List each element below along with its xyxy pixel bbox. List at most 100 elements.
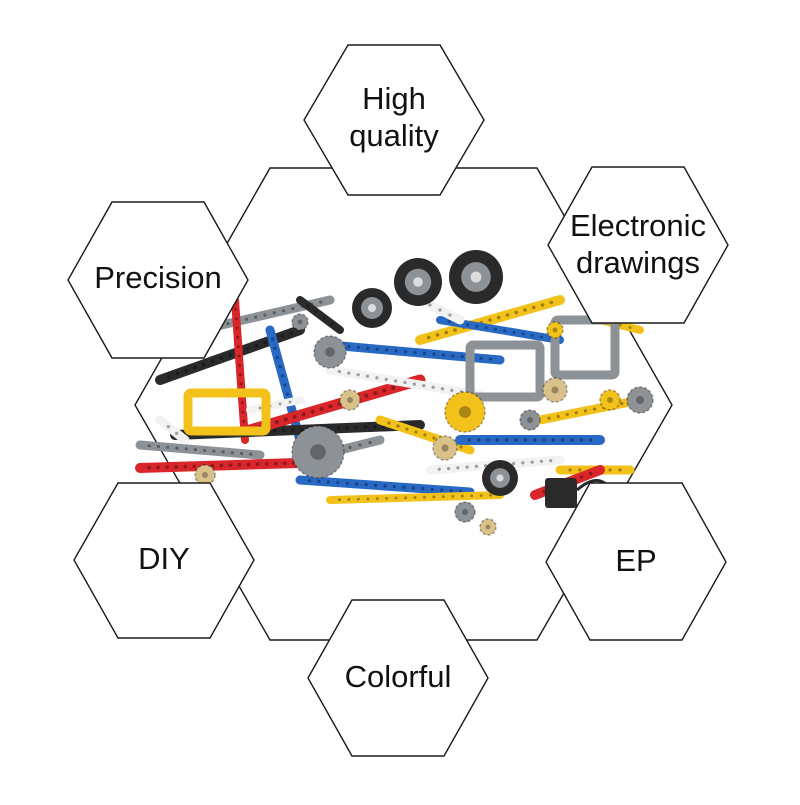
beam-piece <box>296 296 344 334</box>
beam-hole <box>166 425 170 429</box>
beam-hole <box>337 369 341 374</box>
gear-hub <box>347 397 353 403</box>
beam-hole <box>310 409 315 414</box>
hexagon-electronic-drawings <box>547 166 729 324</box>
beam-hole <box>242 419 246 423</box>
beam-hole <box>521 461 525 465</box>
beam-hole <box>542 438 546 442</box>
beam-hole <box>440 387 445 391</box>
beam-hole <box>347 371 351 375</box>
beam-hole <box>239 382 243 386</box>
beam-hole <box>428 303 432 307</box>
beam-hole <box>423 495 426 499</box>
beam-hole <box>530 460 534 464</box>
label-colorful: Colorful <box>308 659 488 696</box>
beam-hole <box>391 385 396 390</box>
beam-piece <box>535 395 645 425</box>
beam-hole <box>240 401 244 405</box>
beam-hole <box>579 438 584 442</box>
beam-hole <box>382 388 387 393</box>
beam-hole <box>230 451 234 455</box>
beam-hole <box>479 494 483 497</box>
beam-hole <box>328 404 333 409</box>
beam-hole <box>403 380 407 385</box>
beam-hole <box>423 433 427 437</box>
beam-hole <box>444 330 449 335</box>
beam-hole <box>449 489 453 493</box>
beam-hole <box>192 464 197 469</box>
beam-hole <box>583 409 588 413</box>
beam-hole <box>496 315 501 320</box>
beam-hole <box>618 468 622 472</box>
building-pieces-illustration <box>135 250 654 536</box>
beam-hole <box>226 321 230 326</box>
beam-piece <box>415 295 565 345</box>
beam-hole <box>394 496 398 500</box>
beam-hole <box>505 313 510 317</box>
frame-piece <box>183 388 271 436</box>
beam-hole <box>193 365 197 370</box>
beam-hole <box>338 498 341 502</box>
gear-piece <box>339 389 361 411</box>
beam-hole <box>404 496 407 500</box>
beam-hole <box>470 494 474 498</box>
beam-hole <box>364 483 368 487</box>
beam-hole <box>221 450 225 454</box>
hexagon-diy <box>73 482 255 639</box>
beam-hole <box>175 431 179 435</box>
beam-hole <box>476 438 481 442</box>
beam-hole <box>347 498 351 501</box>
beam-hole <box>530 333 534 337</box>
beam-piece <box>231 296 249 444</box>
beam-hole <box>620 402 624 406</box>
beam-hole <box>366 346 370 350</box>
beam-hole <box>375 347 379 351</box>
beam-hole <box>375 497 379 501</box>
beam-hole <box>570 438 574 442</box>
gear-piece <box>599 389 621 411</box>
beam-hole <box>578 468 582 472</box>
beam-hole <box>514 438 518 442</box>
beam-hole <box>228 353 232 357</box>
beam-hole <box>254 343 259 348</box>
beam-hole <box>281 309 286 313</box>
beam-hole <box>540 335 543 339</box>
beam-hole <box>484 326 488 330</box>
beam-hole <box>278 402 282 406</box>
gear-piece <box>444 391 486 433</box>
beam-hole <box>330 322 334 326</box>
beam-hole <box>255 462 260 467</box>
beam-hole <box>147 444 151 448</box>
gear-hub <box>636 396 644 404</box>
wheel-hub <box>368 304 376 312</box>
gear-piece <box>454 501 476 523</box>
beam-hole <box>394 379 398 383</box>
beam-hole <box>273 461 278 466</box>
beam-hole <box>460 355 464 359</box>
beam-hole <box>392 485 397 489</box>
beam-hole <box>474 464 479 469</box>
beam-hole <box>373 391 378 396</box>
beam-hole <box>364 393 369 398</box>
beam-hole <box>314 310 318 314</box>
beam-hole <box>412 382 416 386</box>
beam-hole <box>356 345 360 350</box>
beam-hole <box>228 463 233 467</box>
frame-piece <box>550 315 620 380</box>
beam-hole <box>202 448 207 453</box>
gear-hub <box>462 509 468 515</box>
beam-hole <box>422 384 426 388</box>
beam-hole <box>432 495 436 499</box>
label-ep: EP <box>546 543 726 580</box>
beam-hole <box>275 355 280 360</box>
beam-hole <box>413 496 417 499</box>
label-line: High <box>362 81 426 116</box>
beam-hole <box>319 300 323 304</box>
gear-hub <box>552 327 558 333</box>
beam-hole <box>446 466 451 471</box>
beam-hole <box>306 304 310 308</box>
beam-hole <box>549 300 554 305</box>
beam-hole <box>453 328 457 332</box>
beam-hole <box>539 459 544 464</box>
beam-hole <box>488 357 493 361</box>
